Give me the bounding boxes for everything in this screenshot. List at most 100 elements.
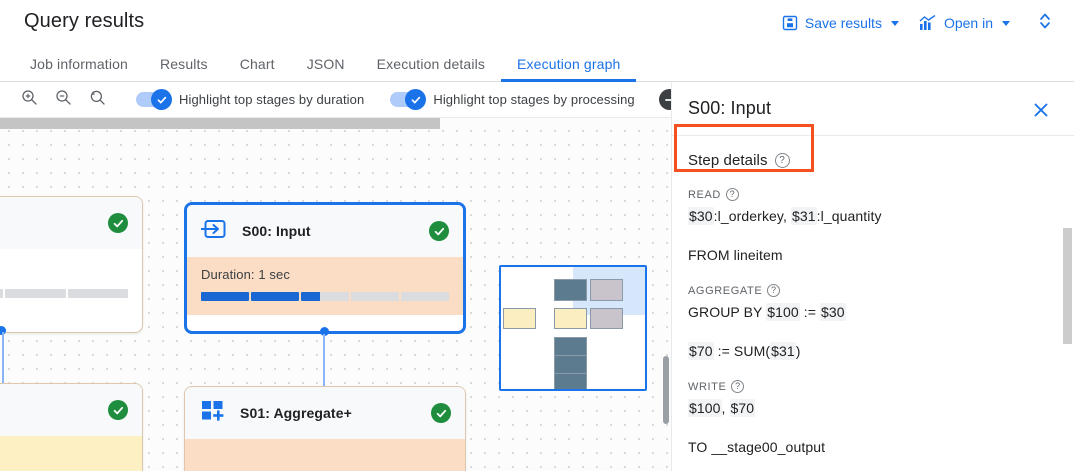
minimap-block [554,337,587,357]
step-details-panel: S00: Input Step details ? READ ? $30:l_o… [671,82,1074,471]
progress-segment [5,289,66,298]
progress-segment [201,292,249,301]
canvas-vertical-scrollbar[interactable] [663,356,669,424]
help-question-icon[interactable]: ? [767,284,781,297]
open-in-button[interactable]: Open in [909,9,1020,37]
tab-results[interactable]: Results [159,55,208,72]
zoom-reset-button[interactable] [84,87,110,113]
read-text: :l_orderkey, [713,208,791,224]
minimap-block [554,355,587,375]
step-details-label: Step details [688,152,768,169]
check-circle-icon [431,403,451,423]
agg-text: GROUP BY [688,304,767,320]
node-body: Duration: 1 sec [187,257,463,315]
progress-segment [0,289,4,298]
token-var: $31 [790,207,817,225]
toggle-switch-duration[interactable] [136,89,172,110]
node-title: S01: Aggregate+ [240,405,352,421]
read-line-2: FROM lineitem [688,247,783,263]
toggle-knob [151,89,172,110]
graph-toolbar: Highlight top stages by duration Highlig… [0,82,679,118]
minimap-block [590,308,623,329]
panel-content: Step details ? READ ? $30:l_orderkey, $3… [672,136,1074,471]
chart-bar-icon [919,15,937,31]
progress-segment [67,289,128,298]
open-in-label: Open in [943,15,993,31]
save-disk-icon [782,15,798,31]
panel-divider [672,135,1074,136]
save-results-label: Save results [804,15,882,31]
tab-job-information[interactable]: Job information [30,55,128,72]
execution-graph-canvas[interactable]: ecords S00: Input [0,118,679,471]
read-line-1: $30:l_orderkey, $31:l_quantity [688,206,1056,226]
tab-execution-details[interactable]: Execution details [376,55,486,72]
aggregate-line-1: GROUP BY $100 := $30 [688,302,1056,322]
agg-text: ) [795,343,801,359]
node-body [185,439,465,471]
minimap-block [554,373,587,389]
zoom-out-button[interactable] [50,87,76,113]
graph-node-s00[interactable]: S00: Input Duration: 1 sec [184,202,466,334]
progress-segment [301,292,349,301]
progress-segment [251,292,299,301]
zoom-controls [0,87,110,113]
minimap-block [554,279,587,301]
node-header: S01: Aggregate+ [185,387,465,439]
token-var: $100 [766,303,800,321]
minimap-block [554,308,587,329]
toggle-highlight-processing[interactable]: Highlight top stages by processing [390,89,635,110]
close-x-icon[interactable] [1029,98,1053,122]
canvas-horizontal-scrollbar[interactable] [0,118,440,129]
graph-minimap[interactable] [499,265,647,391]
tab-chart[interactable]: Chart [239,55,275,72]
write-line-1: $100, $70 [688,398,1056,418]
save-results-button[interactable]: Save results [772,9,909,37]
write-line-2: TO __stage00_output [688,439,826,455]
section-label-aggregate: AGGREGATE ? [688,284,1056,297]
node-body [0,436,142,471]
chevron-down-icon [890,20,899,26]
minimap-block [590,279,623,301]
token-var: $70 [729,399,756,417]
node-connector-dot [320,327,329,336]
help-question-icon[interactable]: ? [731,380,745,393]
panel-title: S00: Input [688,98,772,118]
node-header [0,384,142,436]
read-label-text: READ [688,188,721,201]
help-question-icon[interactable]: ? [774,153,790,168]
zoom-in-button[interactable] [16,87,42,113]
aggregate-line-2: $70 := SUM($31) [688,341,1056,361]
node-header [0,197,142,249]
node-title: S00: Input [242,223,311,239]
header-actions: Save results Open in [772,0,1064,46]
tab-json[interactable]: JSON [306,55,345,72]
node-progress-bar [201,292,449,301]
toggle-label-processing: Highlight top stages by processing [433,92,635,107]
toggle-highlight-duration[interactable]: Highlight top stages by duration [136,89,364,110]
agg-text: := [799,304,820,320]
panel-vertical-scrollbar[interactable] [1063,228,1072,344]
progress-segment [351,292,399,301]
token-var: $100 [688,399,722,417]
graph-node-partial-top[interactable] [0,196,143,333]
section-label-read: READ ? [688,188,1056,201]
graph-node-partial-bottom[interactable] [0,383,143,471]
section-label-write: WRITE ? [688,380,1056,393]
token-var: $70 [688,342,714,360]
token-var: $30 [819,303,846,321]
step-details-heading: Step details ? [688,152,1056,169]
toggle-switch-processing[interactable] [390,89,427,110]
check-circle-icon [108,400,128,420]
expand-collapse-chevrons-icon [1038,11,1052,36]
help-question-icon[interactable]: ? [725,188,739,201]
tab-execution-graph[interactable]: Execution graph [501,46,637,82]
graph-node-s01[interactable]: S01: Aggregate+ [184,386,466,471]
agg-text: := SUM( [713,343,771,359]
toggle-knob [405,89,427,110]
node-body [0,249,142,312]
expand-collapse-button[interactable] [1020,5,1064,42]
minimap-block [503,308,536,329]
node-progress-bar [0,289,128,298]
zoom-out-icon [55,89,72,111]
